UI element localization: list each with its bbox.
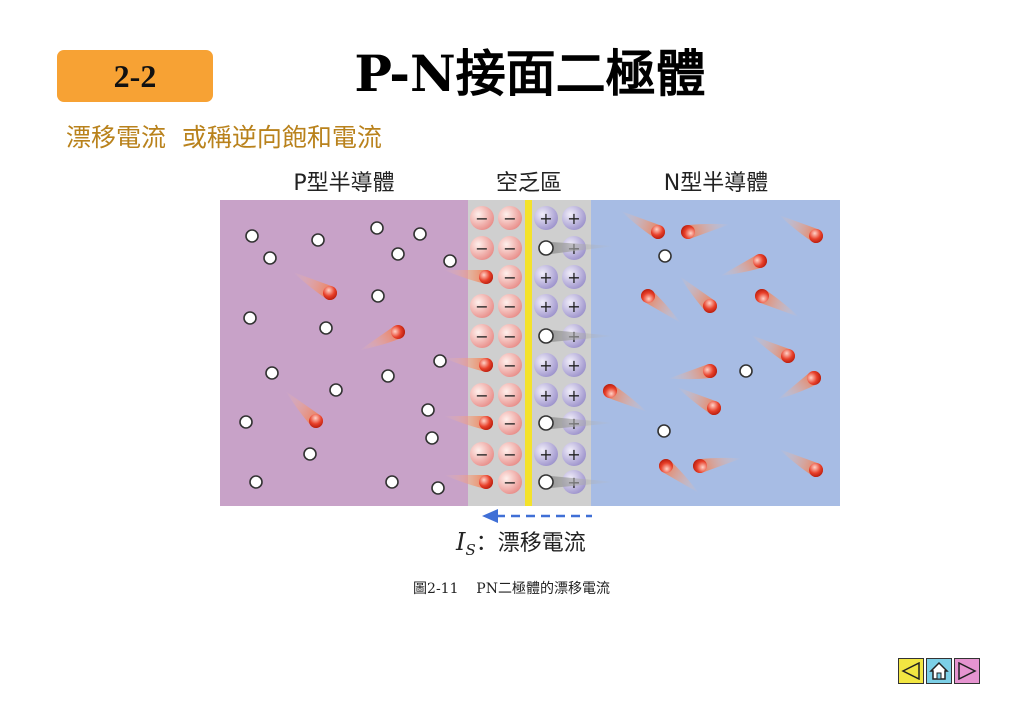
positive-ion-sign: + <box>539 386 552 405</box>
p-region <box>220 200 468 506</box>
positive-ion-sign: + <box>539 297 552 316</box>
page-subtitle: 漂移電流 或稱逆向飽和電流 <box>66 123 382 152</box>
depletion-label: 空乏區 <box>496 171 562 196</box>
current-subscript: S <box>465 541 475 559</box>
negative-ion-sign: − <box>503 327 516 346</box>
p-type-label: P型半導體 <box>293 171 394 196</box>
current-symbol: I <box>455 528 466 556</box>
negative-ion-sign: − <box>475 239 488 258</box>
home-button[interactable] <box>926 658 952 684</box>
p-region-holes <box>239 221 457 495</box>
negative-ion-sign: − <box>475 327 488 346</box>
negative-ion-sign: − <box>503 268 516 287</box>
negative-ion-sign: − <box>475 209 488 228</box>
figure-caption: 圖2-11 PN二極體的漂移電流 <box>413 581 610 597</box>
page-title: P-N接面二極體 <box>354 44 706 103</box>
positive-ion-sign: + <box>567 445 580 464</box>
next-slide-button[interactable] <box>954 658 980 684</box>
n-region-holes <box>657 249 753 438</box>
positive-ion-sign: + <box>539 268 552 287</box>
drift-current-label: IS：漂移電流 <box>455 528 586 559</box>
negative-ion-sign: − <box>503 414 516 433</box>
negative-ion-sign: − <box>503 386 516 405</box>
negative-ion-sign: − <box>503 356 516 375</box>
slide-navigation <box>898 658 980 684</box>
triangle-right-icon <box>958 662 977 680</box>
pn-junction-figure: P型半導體 空乏區 N型半導體 <box>220 166 840 566</box>
positive-ion-sign: + <box>567 297 580 316</box>
junction-line <box>525 200 532 506</box>
current-text: ：漂移電流 <box>476 531 586 556</box>
section-badge: 2-2 <box>57 50 213 102</box>
negative-ion-sign: − <box>503 239 516 258</box>
previous-slide-button[interactable] <box>898 658 924 684</box>
positive-ion-sign: + <box>539 445 552 464</box>
home-icon <box>929 661 949 680</box>
n-type-label: N型半導體 <box>664 171 768 196</box>
negative-ion-sign: − <box>475 297 488 316</box>
drift-current-arrow <box>482 509 592 523</box>
negative-ion-sign: − <box>503 297 516 316</box>
positive-ion-sign: + <box>539 209 552 228</box>
negative-ion-sign: − <box>475 445 488 464</box>
negative-ion-sign: − <box>503 209 516 228</box>
drifting-holes <box>538 240 615 490</box>
positive-ion-sign: + <box>567 209 580 228</box>
negative-ions: −− −− − −− −− − −− − −− − <box>470 206 522 494</box>
positive-ion-sign: + <box>567 268 580 287</box>
positive-ion-sign: + <box>567 356 580 375</box>
negative-ion-sign: − <box>475 386 488 405</box>
positive-ion-sign: + <box>567 386 580 405</box>
n-region <box>591 200 840 506</box>
triangle-left-icon <box>901 662 920 680</box>
negative-ion-sign: − <box>503 473 516 492</box>
negative-ion-sign: − <box>503 445 516 464</box>
positive-ion-sign: + <box>539 356 552 375</box>
